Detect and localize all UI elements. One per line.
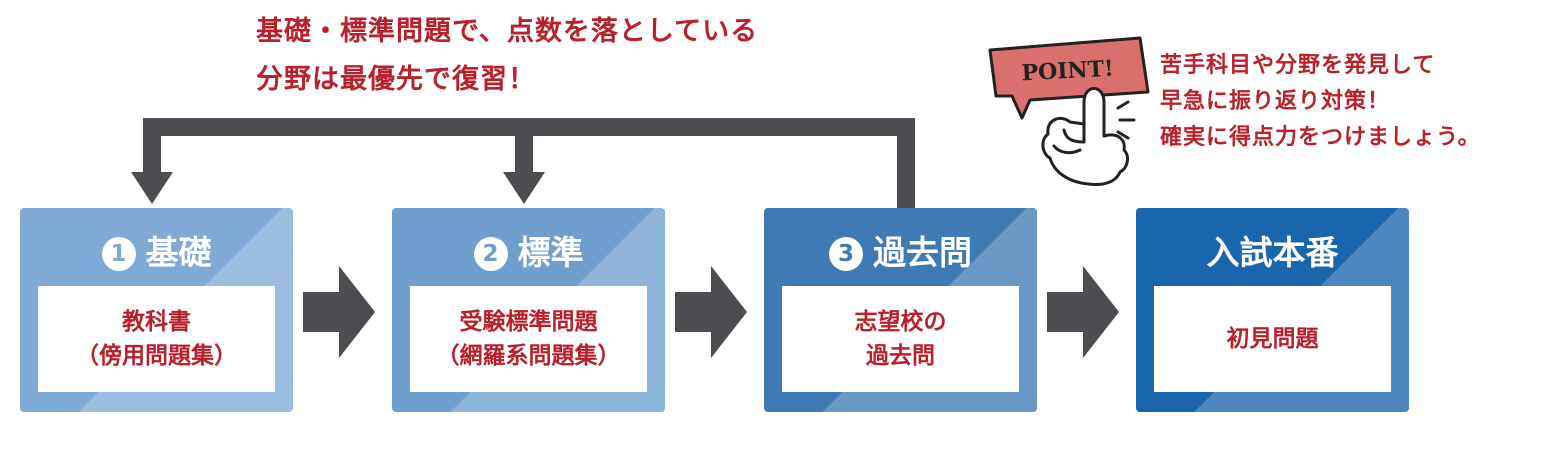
step-content-line2: （傍用問題集） xyxy=(76,343,237,369)
step-standard-card: 2 標準 受験標準問題 （網羅系問題集） xyxy=(392,208,665,412)
review-note: 基礎・標準問題で、点数を落としている 分野は最優先で復習！ xyxy=(256,8,758,104)
review-note-line2: 分野は最優先で復習！ xyxy=(256,64,536,95)
right-arrow-icon xyxy=(303,266,375,358)
right-arrow-icon xyxy=(675,266,747,358)
step-content-line1: 教科書 xyxy=(122,309,191,335)
point-message: 苦手科目や分野を発見して 早急に振り返り対策！ 確実に得点力をつけましょう。 xyxy=(1160,48,1481,156)
review-note-line1: 基礎・標準問題で、点数を落としている xyxy=(256,16,759,47)
step-number-badge: 1 xyxy=(101,237,136,271)
right-arrow-icon xyxy=(1047,266,1119,358)
step-content-line2: （網羅系問題集） xyxy=(436,343,621,369)
step-past-exam-content: 志望校の 過去問 xyxy=(782,286,1019,392)
step-number-badge: 2 xyxy=(473,237,508,271)
step-standard-header: 2 標準 xyxy=(392,226,665,274)
down-arrow-to-step2 xyxy=(503,172,545,204)
point-message-line1: 苦手科目や分野を発見して xyxy=(1160,53,1436,78)
step-past-exam-card: 3 過去問 志望校の 過去問 xyxy=(764,208,1037,412)
point-badge-text: POINT! xyxy=(1021,56,1114,87)
step-title: 入試本番 xyxy=(1206,233,1339,272)
point-message-line3: 確実に得点力をつけましょう。 xyxy=(1160,125,1481,150)
step-title: 基礎 xyxy=(145,233,212,272)
step-title: 標準 xyxy=(517,233,584,272)
step-content-line1: 初見問題 xyxy=(1226,326,1319,352)
down-arrow-to-step1 xyxy=(131,172,173,204)
step-title: 過去問 xyxy=(873,233,972,272)
step-number-badge: 3 xyxy=(829,237,863,271)
step-basic-content: 教科書 （傍用問題集） xyxy=(38,286,275,392)
pointing-hand-icon xyxy=(1041,87,1136,186)
step-exam-day-card: 入試本番 初見問題 xyxy=(1136,208,1409,412)
step-content-line1: 志望校の xyxy=(854,309,947,335)
point-badge: POINT! xyxy=(988,36,1150,120)
point-message-line2: 早急に振り返り対策！ xyxy=(1160,89,1391,114)
step-past-exam-header: 3 過去問 xyxy=(764,226,1037,274)
step-exam-day-content: 初見問題 xyxy=(1154,286,1391,392)
step-basic-header: 1 基礎 xyxy=(20,226,293,274)
step-basic-card: 1 基礎 教科書 （傍用問題集） xyxy=(20,208,293,412)
step-content-line1: 受験標準問題 xyxy=(459,309,598,335)
step-content-line2: 過去問 xyxy=(866,343,935,369)
step-exam-day-header: 入試本番 xyxy=(1136,226,1409,274)
step-standard-content: 受験標準問題 （網羅系問題集） xyxy=(410,286,647,392)
